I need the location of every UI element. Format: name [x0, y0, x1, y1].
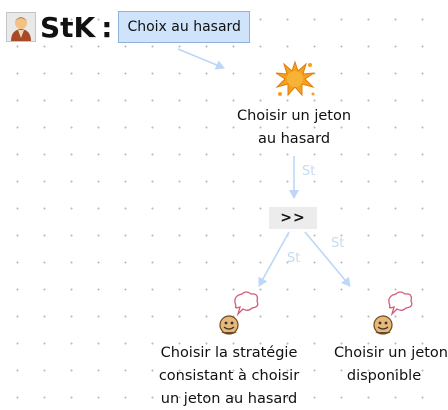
ghost-label: St — [331, 236, 345, 251]
speaking-face-icon — [373, 291, 413, 335]
node-root-label-2: au hasard — [257, 131, 331, 147]
app-name: StK — [40, 10, 96, 44]
node-right-label-1: Choisir un jeton — [333, 345, 448, 361]
arrow-sequence-to-right — [304, 231, 351, 287]
person-icon — [6, 12, 36, 42]
node-left-label-2: consistant à choisir — [158, 368, 300, 384]
node-right-label-2: disponible — [346, 368, 422, 384]
node-left-label-1: Choisir la stratégie — [160, 345, 298, 361]
sequence-operator[interactable]: >> — [269, 207, 317, 229]
node-root-label-1: Choisir un jeton — [236, 108, 352, 124]
task-title-box[interactable]: Choix au hasard — [118, 11, 250, 43]
ghost-label: St — [302, 164, 316, 179]
splash-icon — [275, 60, 315, 97]
arrow-sequence-to-left — [258, 231, 290, 287]
ghost-label: St — [287, 251, 301, 266]
node-left-label-3: un jeton au hasard — [160, 391, 298, 407]
arrow-title-to-root — [177, 48, 225, 70]
speaking-face-icon — [219, 291, 259, 335]
header-separator: : — [101, 10, 113, 44]
header-bar: StK : Choix au hasard — [6, 7, 250, 47]
